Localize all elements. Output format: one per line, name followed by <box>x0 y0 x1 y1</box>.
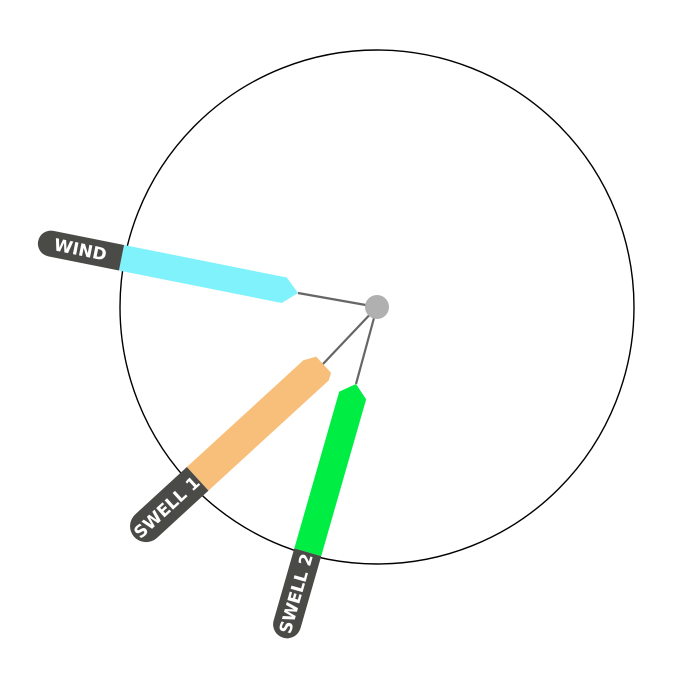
swell1-label-tag <box>130 467 209 543</box>
center-hub <box>365 295 389 319</box>
swell1-bar <box>186 356 332 491</box>
wind-connector <box>297 291 378 309</box>
swell2-bar <box>294 384 367 557</box>
range-circle <box>119 49 635 565</box>
swell1-label: SWELL 1 <box>130 473 204 543</box>
swell2-connector <box>354 306 379 385</box>
swell1-arrow: SWELL 1 <box>130 356 332 543</box>
swell2-label-tag <box>273 548 322 639</box>
swell1-connector <box>322 306 378 365</box>
wind-label-tag <box>37 230 125 271</box>
wind-arrow: WIND <box>37 230 298 304</box>
wind-bar <box>118 244 298 304</box>
